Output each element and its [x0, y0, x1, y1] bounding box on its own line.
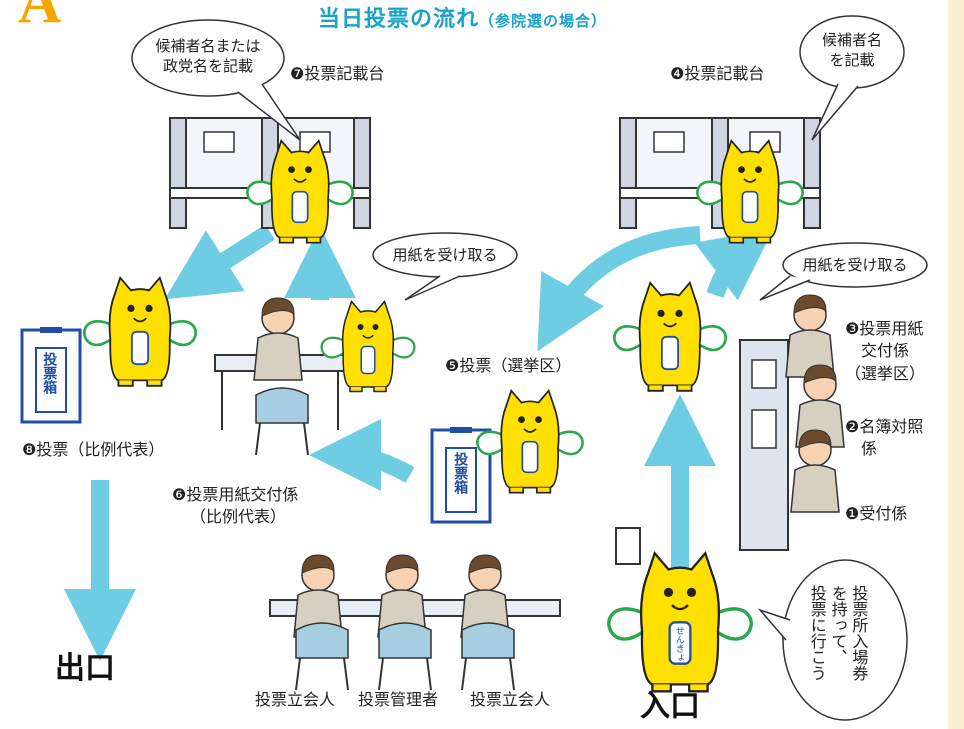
- bubble-7-text: 候補者名または 政党名を記載: [140, 36, 276, 77]
- chair-desk-6: [255, 387, 309, 456]
- bubble-ticket-col2: を持って、: [828, 585, 848, 665]
- ballot-box-5-label: 投票箱: [452, 452, 469, 494]
- station-3-line1: ❸投票用紙: [845, 319, 924, 338]
- bubble-7-line1: 候補者名または: [155, 37, 261, 55]
- bubble-ticket: [782, 559, 908, 721]
- station-8-label: ❽投票（比例代表）: [22, 440, 165, 459]
- mascot-belly-label: せんきょ: [673, 626, 684, 662]
- station-4-label: ❹投票記載台: [670, 64, 765, 83]
- chair-manager: [378, 622, 432, 691]
- station-7-label: ❼投票記載台: [290, 64, 385, 83]
- chair-observer-left: [295, 622, 349, 691]
- station-6-line1: ❻投票用紙交付係: [172, 485, 299, 504]
- staff-desk-6: [253, 297, 303, 381]
- page-title-sub: （参院選の場合）: [479, 12, 608, 30]
- bubble-receive-right-text: 用紙を受け取る: [802, 256, 908, 274]
- page-title-main: 当日投票の流れ: [318, 7, 480, 32]
- mascot-desk-6: [320, 300, 416, 393]
- bubble-receive-right: [782, 242, 928, 288]
- station-1-label: ❶受付係: [845, 504, 908, 523]
- bubble-ticket-col1: 投票所入場券: [849, 585, 869, 681]
- right-edge-strip: [948, 0, 964, 729]
- bubble-ticket-col3: 投票に行こう: [807, 585, 827, 681]
- observer-left-label: 投票立会人: [255, 690, 336, 709]
- admission-ticket: [615, 527, 641, 565]
- chair-observer-right: [461, 622, 515, 691]
- station-6-line2: （比例代表）: [190, 507, 287, 527]
- exit-label: 出口: [55, 651, 115, 686]
- page-title: 当日投票の流れ（参院選の場合）: [318, 6, 607, 34]
- arrow-to-booth-4: [694, 228, 774, 301]
- bubble-receive-left-text: 用紙を受け取る: [392, 246, 498, 264]
- staff-3: [785, 294, 835, 378]
- mascot-box-8: [82, 276, 198, 388]
- mascot-receive-3: [612, 281, 728, 393]
- mascot-entrance: [607, 551, 753, 694]
- station-2-line2: 係: [861, 439, 878, 459]
- arrow-box5-to-desk6: [309, 419, 415, 492]
- voting-booth-7: [169, 117, 371, 229]
- observer-right-label: 投票立会人: [470, 690, 551, 709]
- station-3-line2: 交付係: [861, 341, 910, 361]
- entrance-label: 入口: [640, 689, 700, 724]
- manager-label: 投票管理者: [358, 690, 439, 709]
- speech-bubbles: [131, 15, 928, 721]
- mascot-box-5: [476, 389, 584, 494]
- station-5-label: ❺投票（選挙区）: [445, 356, 572, 375]
- station-6-label: ❻投票用紙交付係 （比例代表）: [172, 484, 298, 529]
- station-3-label: ❸投票用紙 交付係 （選挙区）: [845, 318, 925, 385]
- bubble-7-line2: 政党名を記載: [162, 57, 253, 76]
- bubble-4-line1: 候補者名: [821, 31, 882, 49]
- arrow-booth7-to-box8: [164, 224, 275, 300]
- ballot-box-8-label: 投票箱: [41, 352, 58, 394]
- bubble-ticket-text: 投票所入場券 を持って、 投票に行こう: [806, 585, 869, 715]
- arrow-booth4-to-box5: [537, 226, 701, 352]
- voting-booth-4: [619, 117, 821, 229]
- bubble-4-text: 候補者名 を記載: [804, 30, 900, 71]
- bubble-7: [131, 19, 285, 97]
- bubble-4-line2: を記載: [829, 51, 875, 70]
- header-letter: A: [18, 0, 61, 35]
- station-3-line3: （選挙区）: [845, 363, 926, 383]
- station-2-label: ❷名簿対照 係: [845, 416, 923, 461]
- station-2-line1: ❷名簿対照: [845, 417, 924, 436]
